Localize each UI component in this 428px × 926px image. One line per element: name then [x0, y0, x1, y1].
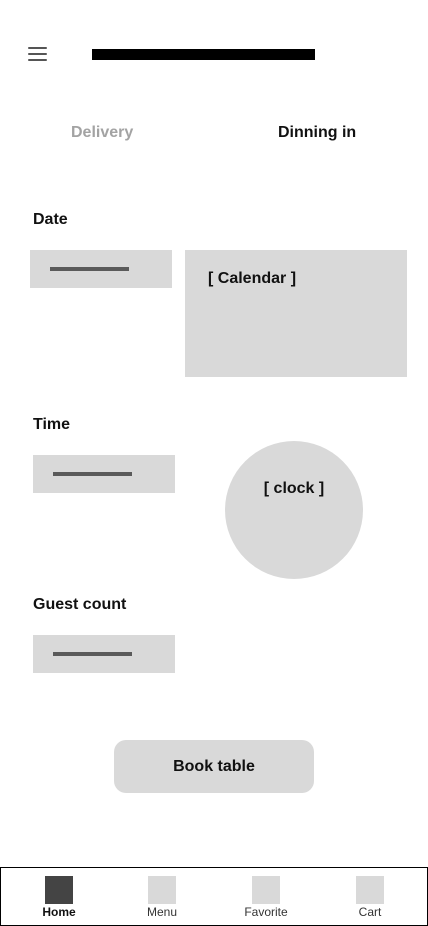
date-label: Date — [33, 211, 68, 228]
nav-label-cart: Cart — [358, 905, 382, 919]
bottom-navigation: Home Menu Favorite Cart — [0, 867, 428, 926]
hamburger-menu-icon[interactable] — [28, 47, 47, 63]
guest-count-placeholder-line — [53, 652, 132, 656]
nav-item-menu[interactable]: Menu — [122, 868, 202, 925]
book-table-button[interactable]: Book table — [114, 740, 314, 793]
date-input[interactable] — [30, 250, 172, 288]
nav-label-menu: Menu — [146, 905, 178, 919]
nav-item-cart[interactable]: Cart — [330, 868, 410, 925]
nav-item-home[interactable]: Home — [19, 868, 99, 925]
favorite-icon — [252, 876, 280, 904]
tab-dinning-in[interactable]: Dinning in — [278, 124, 357, 141]
menu-icon — [148, 876, 176, 904]
tab-delivery[interactable]: Delivery — [71, 124, 134, 141]
time-input-placeholder-line — [53, 472, 132, 476]
date-input-placeholder-line — [50, 267, 129, 271]
calendar-label: [ Calendar ] — [208, 270, 297, 287]
clock-label: [ clock ] — [263, 480, 325, 497]
nav-item-favorite[interactable]: Favorite — [226, 868, 306, 925]
home-icon — [45, 876, 73, 904]
time-label: Time — [33, 416, 71, 433]
guest-count-label: Guest count — [33, 596, 127, 613]
clock-widget[interactable]: [ clock ] — [225, 441, 363, 579]
nav-label-home: Home — [42, 905, 76, 919]
nav-label-favorite: Favorite — [244, 905, 288, 919]
guest-count-input[interactable] — [33, 635, 175, 673]
calendar-widget[interactable]: [ Calendar ] — [185, 250, 407, 377]
cart-icon — [356, 876, 384, 904]
time-input[interactable] — [33, 455, 175, 493]
page-title-placeholder — [92, 49, 315, 60]
